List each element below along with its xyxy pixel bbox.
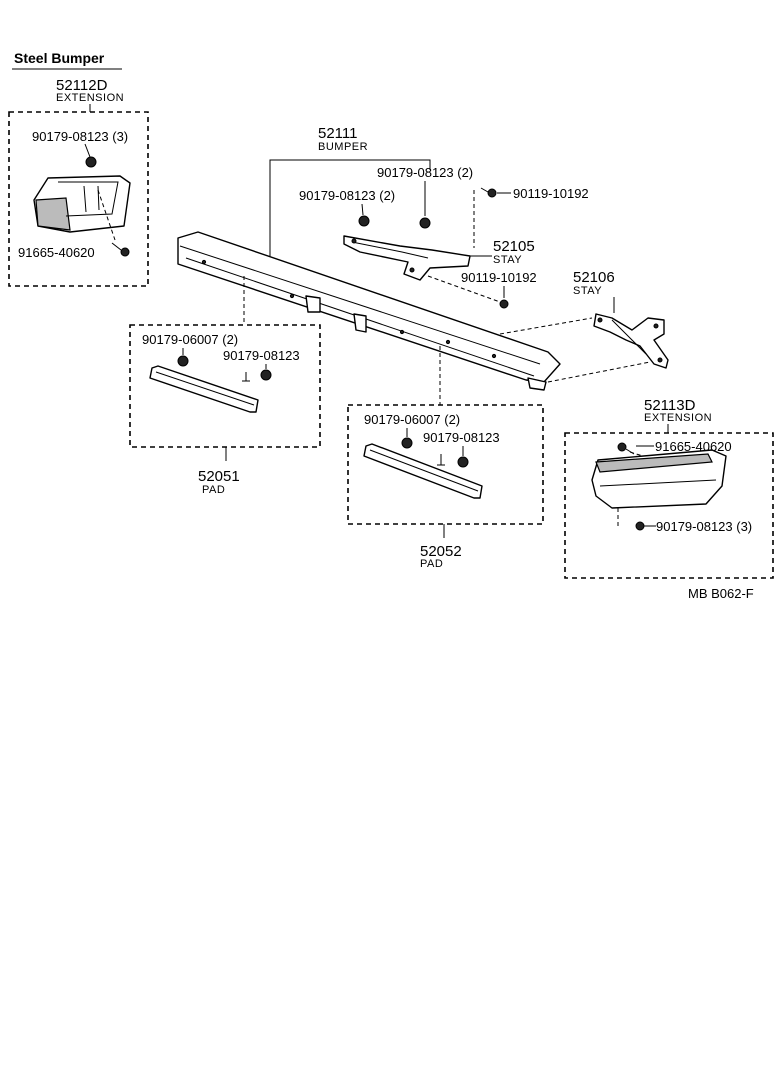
pad-right-nut-icon bbox=[457, 456, 469, 468]
ext-left-number: 52112D bbox=[56, 77, 108, 94]
ext-left-bolt-guide bbox=[97, 189, 116, 241]
pad-left-nut-icon bbox=[260, 369, 272, 381]
ext-right-name: EXTENSION bbox=[644, 412, 712, 424]
ext-left-bolt-icon bbox=[111, 242, 130, 257]
stay-right-part bbox=[593, 313, 669, 369]
ext-left-name: EXTENSION bbox=[56, 92, 124, 104]
ext-left-extension-part bbox=[33, 175, 131, 233]
ext-right-extension-part bbox=[591, 449, 727, 509]
stay-bolt-mid-guide bbox=[427, 275, 501, 303]
pad-left-number: 52051 bbox=[198, 468, 240, 485]
stay-left-name: STAY bbox=[493, 254, 522, 266]
bumper-number: 52111 bbox=[318, 125, 358, 142]
bumper-name: BUMPER bbox=[318, 141, 368, 153]
stay-right-name: STAY bbox=[573, 285, 602, 297]
stay-nut-a-icon bbox=[358, 215, 370, 227]
pad-left-part bbox=[149, 365, 259, 413]
stay-right-guide-lower bbox=[547, 361, 651, 383]
pad-right-name: PAD bbox=[420, 558, 443, 570]
stay-left-number: 52105 bbox=[493, 238, 535, 255]
pad-right-group-box bbox=[347, 404, 544, 525]
diagram-code: MB B062-F bbox=[688, 586, 754, 601]
ext-right-nut-icon bbox=[635, 521, 645, 531]
bumper-leader bbox=[269, 159, 431, 256]
diagram-title: Steel Bumper bbox=[14, 50, 105, 66]
pad-right-part bbox=[363, 443, 483, 499]
pad-right-clip-icon bbox=[401, 437, 413, 449]
stay-right-guide-upper bbox=[499, 317, 593, 335]
ext-left-nut-leader bbox=[84, 143, 91, 158]
ext-right-bolt-icon bbox=[617, 442, 635, 455]
ext-left-nut-label: 90179-08123 (3) bbox=[32, 129, 128, 144]
stay-nut-b-icon bbox=[419, 217, 431, 229]
pad-left-clip-icon bbox=[177, 355, 189, 367]
ext-right-group-box bbox=[564, 432, 774, 579]
pad-left-nut-label: 90179-08123 bbox=[223, 348, 300, 363]
pad-left-clip-label: 90179-06007 (2) bbox=[142, 332, 238, 347]
stay-nut-a-leader bbox=[361, 203, 364, 216]
stay-right-number: 52106 bbox=[573, 269, 615, 286]
stay-nut-b-label: 90179-08123 (2) bbox=[377, 165, 473, 180]
stay-nut-a-label: 90179-08123 (2) bbox=[299, 188, 395, 203]
stay-bolt-mid-icon bbox=[499, 299, 509, 309]
ext-left-bolt-label: 91665-40620 bbox=[18, 245, 95, 260]
pad-left-group-box bbox=[129, 324, 321, 448]
stay-bolt-top-label: 90119-10192 bbox=[513, 186, 589, 201]
pad-right-number: 52052 bbox=[420, 543, 462, 560]
bumper-part bbox=[177, 231, 561, 391]
stay-bolt-top-icon bbox=[480, 187, 497, 198]
ext-right-number: 52113D bbox=[644, 397, 696, 414]
pad-right-nut-label: 90179-08123 bbox=[423, 430, 500, 445]
ext-left-group-box bbox=[8, 111, 149, 287]
stay-left-part bbox=[343, 235, 471, 281]
pad-right-clip-label: 90179-06007 (2) bbox=[364, 412, 460, 427]
stay-bolt-mid-label: 90119-10192 bbox=[461, 270, 537, 285]
ext-right-nut-label: 90179-08123 (3) bbox=[656, 519, 752, 534]
ext-left-nut-icon bbox=[85, 156, 97, 168]
pad-left-name: PAD bbox=[202, 484, 225, 496]
